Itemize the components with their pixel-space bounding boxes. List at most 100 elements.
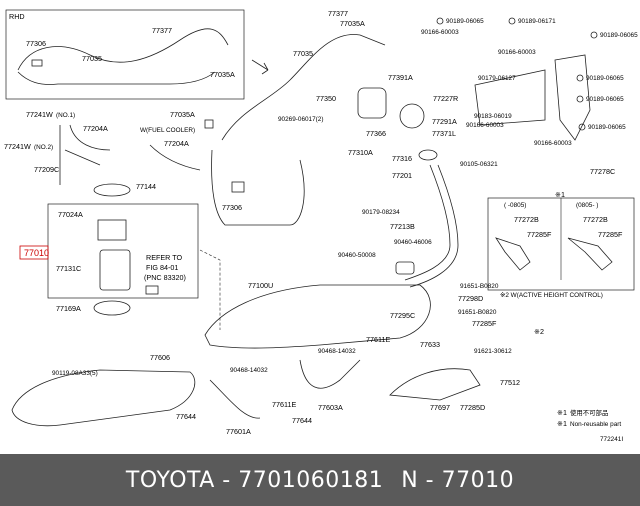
protector-plate (389, 368, 481, 401)
bolt-90166-60003-a: 90166-60003 (421, 29, 459, 36)
label-77306-rhd: 77306 (26, 39, 46, 48)
label-77644-right: 77644 (292, 416, 312, 425)
label-77131C: 77131C (56, 264, 81, 273)
filler-pipe-outer (409, 164, 459, 288)
parts-diagram: RHD 77306 77377 77035 77035A 77377 77035… (4, 9, 639, 443)
pipe-bracket (474, 69, 546, 126)
filler-bracket (554, 54, 591, 141)
bolt-icon (508, 17, 516, 25)
fuel-cap (418, 149, 438, 161)
label-77316: 77316 (392, 154, 412, 163)
bolt-90166-60003-c: 90166-60003 (466, 122, 504, 129)
label-90468-14032-a: 90468-14032 (318, 348, 356, 355)
footer-part-number: TOYOTA - 7701060181 (125, 467, 384, 493)
inset-77272B-right: 77272B (583, 215, 608, 224)
label-77644-left: 77644 (176, 412, 196, 421)
bolt-90105-06321: 90105-06321 (460, 161, 498, 168)
filler-gasket (399, 103, 425, 129)
label-77285F: 77285F (472, 319, 497, 328)
label-77611E-lower: 77611E (272, 400, 296, 409)
rhd-label: RHD (9, 12, 25, 21)
pump-body (99, 249, 131, 291)
label-77278C: 77278C (590, 167, 615, 176)
bolt-90179-06127: 90179-06127 (478, 75, 516, 82)
label-77024A: 77024A (58, 210, 83, 219)
label-77633: 77633 (420, 340, 440, 349)
fuel-tank (204, 284, 431, 349)
label-77512: 77512 (500, 378, 520, 387)
label-90269: 90269-06017(2) (278, 116, 323, 123)
bolt-icon (576, 95, 584, 103)
label-77310A: 77310A (348, 148, 373, 157)
inset-header-left: ( -0805) (504, 202, 526, 209)
pump-retainer (93, 183, 131, 197)
inset-77285F-right: 77285F (598, 230, 623, 239)
label-77611E: 77611E (366, 335, 390, 344)
label-91651-a: 91651-B0820 (460, 283, 499, 290)
label-77144: 77144 (136, 182, 156, 191)
sender-gauge (145, 285, 159, 295)
label-77697: 77697 (430, 403, 450, 412)
bolt-90189-06171: 90189-06171 (518, 18, 556, 25)
label-77377-rhd: 77377 (152, 26, 172, 35)
label-90460-50008: 90460-50008 (338, 252, 376, 259)
bolt-90189-06065-d: 90189-06065 (586, 96, 624, 103)
inset-77285F-left: 77285F (527, 230, 552, 239)
bolt-90166-60003-d: 90166-60003 (534, 140, 572, 147)
label-77201: 77201 (392, 171, 412, 180)
label-90460-46006: 90460-46006 (394, 239, 432, 246)
label-77204A-left: 77204A (83, 124, 108, 133)
label-77306: 77306 (222, 203, 242, 212)
label-90119: 90119-08A33(5) (52, 370, 98, 377)
legend-mark-jp: ※1 (557, 408, 567, 417)
label-77204A-right: 77204A (164, 139, 189, 148)
line-clamp (204, 119, 214, 129)
label-77100U: 77100U (248, 281, 273, 290)
refer-line3: (PNC 83320) (144, 273, 186, 282)
label-77603A: 77603A (318, 403, 343, 412)
vent-valve (231, 181, 245, 193)
tank-protector (11, 369, 196, 427)
label-77241W-no1: 77241W (26, 110, 53, 119)
label-90179-08234: 90179-08234 (362, 209, 400, 216)
bolt-icon (576, 74, 584, 82)
label-77371L: 77371L (432, 129, 456, 138)
rhd-clip (31, 59, 43, 67)
label-91621: 91621-30612 (474, 348, 512, 355)
bolt-90189-06065-e: 90189-06065 (588, 124, 626, 131)
bolt-icon (578, 123, 586, 131)
filler-hose (395, 261, 415, 275)
label-77285D: 77285D (460, 403, 485, 412)
label-77601A: 77601A (226, 427, 251, 436)
label-77227R: 77227R (433, 94, 458, 103)
direction-arrow (251, 59, 269, 75)
label-91651-b: 91651-B0820 (458, 309, 497, 316)
label-77169A: 77169A (56, 304, 81, 313)
label-77391A: 77391A (388, 73, 413, 82)
label-90468-14032-b: 90468-14032 (230, 367, 268, 374)
bolt-90189-06065-a: 90189-06065 (446, 18, 484, 25)
inset-header-right: (0805- ) (576, 202, 598, 209)
label-77291A: 77291A (432, 117, 457, 126)
label-77295C: 77295C (390, 311, 415, 320)
label-77606: 77606 (150, 353, 170, 362)
label-77298D: 77298D (458, 294, 483, 303)
bolt-90189-06065-c: 90189-06065 (586, 75, 624, 82)
label-wfuelcooler: W(FUEL COOLER) (140, 127, 195, 134)
rhd-inset-box (5, 9, 245, 100)
label-77209C: 77209C (34, 165, 59, 174)
rhd-fuel-line (17, 28, 229, 71)
bolt-90183-06019: 90183-06019 (474, 113, 512, 120)
bolt-icon (590, 31, 598, 39)
bolt-90189-06065-b: 90189-06065 (600, 32, 638, 39)
inset-bracket-left (495, 237, 531, 271)
bolt-90166-60003-b: 90166-60003 (498, 49, 536, 56)
filler-pipe (404, 164, 451, 281)
rhd-vent-line (17, 71, 216, 85)
diagram-code: 772241I (600, 436, 623, 443)
label-77035: 77035 (293, 49, 313, 58)
note2-mark-77285F: ※2 (534, 327, 544, 336)
footer-reference: N - 77010 (401, 467, 515, 493)
fuel-lid (357, 87, 387, 119)
legend-mark-en: ※1 (557, 419, 567, 428)
